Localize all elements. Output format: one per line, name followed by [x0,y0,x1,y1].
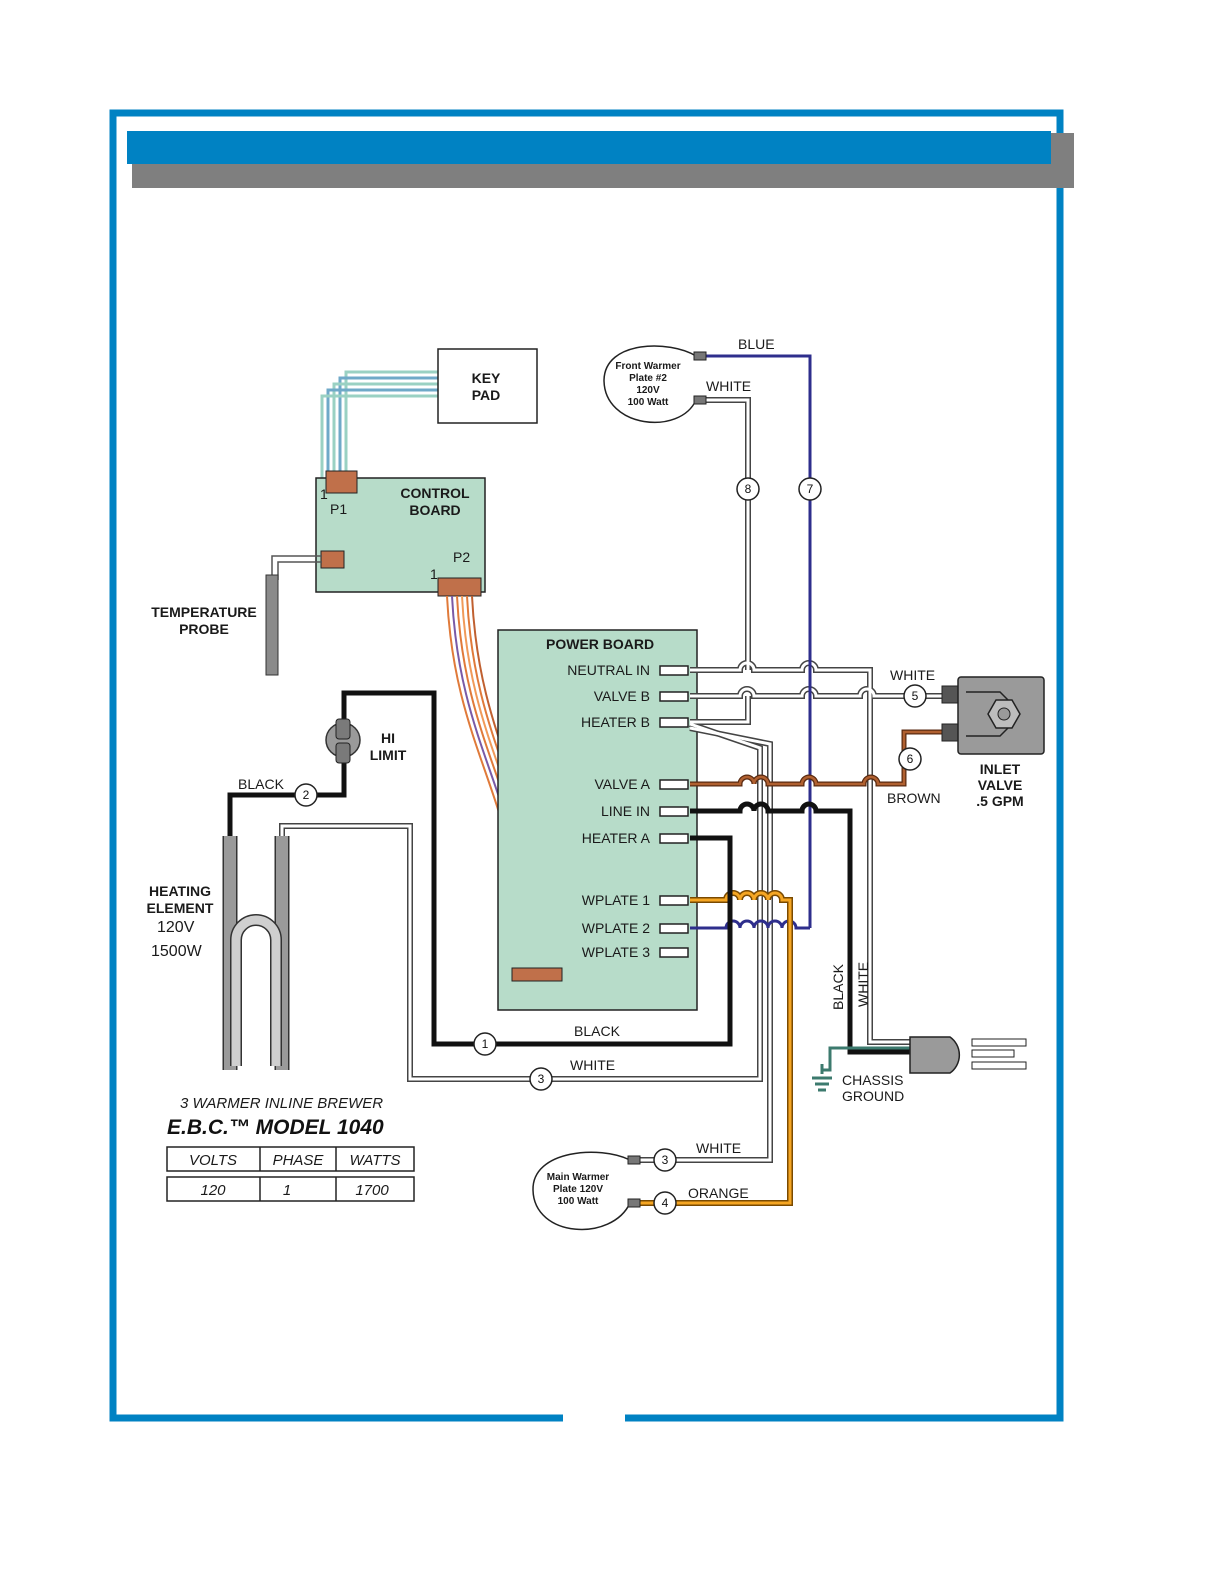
wire-number-6: 6 [898,747,922,771]
power-plug [909,1036,1027,1074]
spec-header-watts: WATTS [349,1152,400,1169]
terminal-label-heater-a: HEATER A [582,830,651,846]
wire-label-black-element: BLACK [238,776,285,792]
svg-text:7: 7 [807,482,814,496]
temp-probe-connector [320,550,345,569]
wire-label-white-bottom: WHITE [570,1057,615,1073]
wire-label-white-valve: WHITE [890,667,935,683]
wire-label-black-bottom: BLACK [574,1023,621,1039]
front-warmer-plate [603,345,707,423]
wire-number-3-bottom: 3 [529,1067,553,1091]
svg-text:2: 2 [303,788,310,802]
heating-element-watts: 1500W [151,943,203,960]
power-board-title: POWER BOARD [546,636,654,652]
terminal-label-heater-b: HEATER B [581,714,650,730]
heating-element [222,836,290,1070]
terminal-valve-b [659,691,689,702]
wire-number-5: 5 [903,684,927,708]
terminal-label-valve-a: VALVE A [594,776,650,792]
keypad-box [437,348,538,424]
spec-value-watts: 1700 [355,1182,389,1199]
wire-number-8: 8 [736,477,760,501]
wire-label-white-vertical: WHITE [855,962,871,1007]
power-board-terminals: NEUTRAL IN VALVE B HEATER B VALVE A LINE IN H… [567,662,689,960]
svg-text:3: 3 [538,1072,545,1086]
p2-pin-label: 1 [430,566,438,582]
wire-label-black-vertical: BLACK [830,963,846,1010]
svg-text:4: 4 [662,1196,669,1210]
black-wires [227,690,920,1055]
brown-wire [690,729,955,787]
terminal-label-wplate-2: WPLATE 2 [582,920,650,936]
svg-text:3: 3 [662,1153,669,1167]
terminal-label-line-in: LINE IN [601,803,650,819]
terminal-label-wplate-3: WPLATE 3 [582,944,650,960]
wire-number-4: 4 [653,1191,677,1215]
blue-wires [690,354,812,930]
p1-label: P1 [330,501,347,517]
wire-label-orange: ORANGE [688,1185,749,1201]
terminal-wplate-3 [659,947,689,958]
p2-label: P2 [453,549,470,565]
svg-text:1: 1 [482,1037,489,1051]
svg-text:6: 6 [907,752,914,766]
spec-table: VOLTS PHASE WATTS 120 1 1700 [166,1146,415,1202]
wire-number-2: 2 [294,783,318,807]
terminal-valve-a [659,779,689,790]
p1-pin-label: 1 [320,486,328,502]
power-board-ribbon-connector [511,967,563,982]
wire-number-7: 7 [798,477,822,501]
svg-text:8: 8 [745,482,752,496]
terminal-heater-a [659,833,689,844]
heating-element-volts: 120V [157,919,195,936]
wire-number-3-main: 3 [653,1148,677,1172]
spec-value-phase: 1 [283,1182,291,1199]
temperature-probe [265,555,322,676]
terminal-neutral-in [659,665,689,676]
orange-wire [640,890,793,1206]
wire-label-brown: BROWN [887,790,941,806]
p2-connector [437,577,482,597]
page-frame [109,109,1074,1422]
terminal-wplate-2 [659,923,689,934]
p1-connector [325,470,358,494]
spec-header-volts: VOLTS [189,1152,237,1169]
inlet-valve [941,676,1045,755]
terminal-label-valve-b: VALVE B [594,688,650,704]
terminal-heater-b [659,717,689,728]
terminal-label-wplate-1: WPLATE 1 [582,892,650,908]
spec-model: E.B.C.™ MODEL 1040 [167,1116,384,1139]
svg-text:5: 5 [912,689,919,703]
control-board [315,477,486,593]
header-bar [127,131,1051,164]
terminal-label-neutral-in: NEUTRAL IN [567,662,650,678]
wire-label-white-main: WHITE [696,1140,741,1156]
keypad-ribbon-cable [320,370,438,480]
spec-value-volts: 120 [200,1182,226,1199]
spec-header-phase: PHASE [273,1152,325,1169]
hi-limit-switch [325,718,361,764]
chassis-ground [812,1046,920,1092]
wire-label-white-top: WHITE [706,378,751,394]
terminal-wplate-1 [659,895,689,906]
main-warmer-plate [532,1151,641,1231]
wire-number-1: 1 [473,1032,497,1056]
terminal-line-in [659,806,689,817]
wire-label-blue: BLUE [738,336,775,352]
spec-subtitle: 3 WARMER INLINE BREWER [180,1095,383,1112]
